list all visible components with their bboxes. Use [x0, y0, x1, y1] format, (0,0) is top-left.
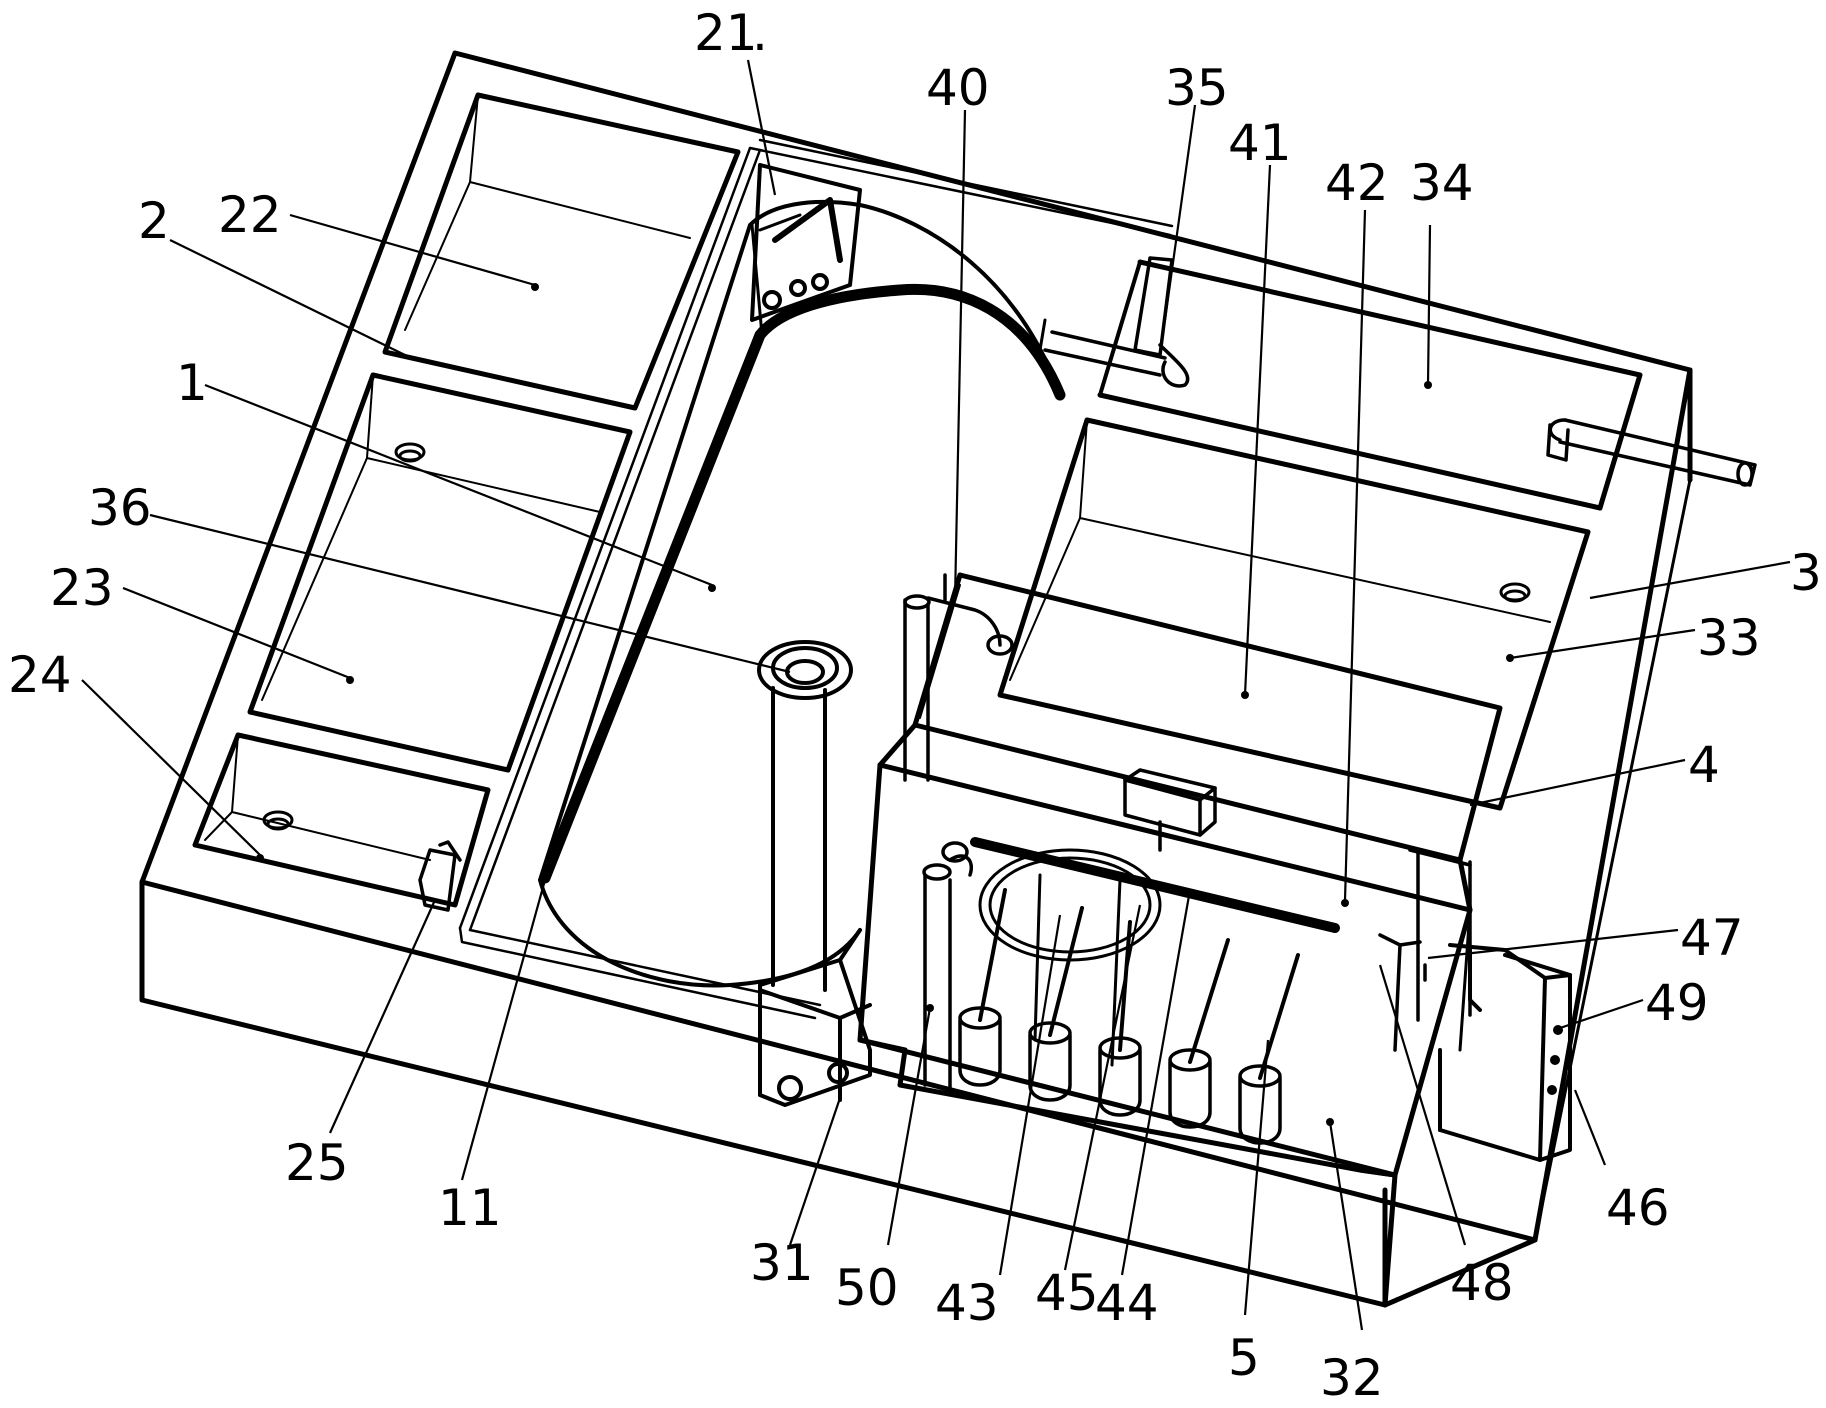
label-23: 23 [50, 559, 114, 617]
channel-11 [458, 138, 1174, 1020]
outlet-pipe-right [1546, 418, 1757, 487]
label-35: 35 [1165, 59, 1229, 117]
tank-22 [382, 92, 741, 411]
tank-34 [1097, 259, 1643, 511]
label-4: 4 [1688, 736, 1720, 794]
inlet-box-21 [750, 163, 862, 322]
label-21-dot: . [752, 4, 768, 62]
label-24: 24 [8, 646, 72, 704]
label-50: 50 [835, 1259, 899, 1317]
center-post-36 [757, 640, 853, 992]
sensor-box [1123, 768, 1217, 852]
label-11: 11 [438, 1179, 502, 1237]
label-3: 3 [1790, 544, 1822, 602]
tank-24 [192, 732, 491, 908]
base-plate [139, 50, 1693, 1308]
label-46: 46 [1606, 1179, 1670, 1237]
valve-25 [418, 840, 462, 912]
label-40: 40 [926, 59, 990, 117]
label-34: 34 [1410, 154, 1474, 212]
label-21: 21 [694, 4, 758, 62]
tube-50 [922, 841, 973, 1092]
label-48: 48 [1450, 1254, 1514, 1312]
label-22: 22 [218, 186, 282, 244]
pipe-40 [903, 573, 1014, 782]
leader-lines [81, 59, 1791, 1331]
label-2: 2 [138, 192, 170, 250]
tank-23 [247, 372, 633, 773]
label-32: 32 [1320, 1349, 1384, 1407]
label-36: 36 [88, 479, 152, 537]
label-44: 44 [1095, 1274, 1159, 1332]
label-45: 45 [1035, 1264, 1099, 1322]
label-31: 31 [750, 1234, 814, 1292]
label-47: 47 [1680, 909, 1744, 967]
label-41: 41 [1228, 114, 1292, 172]
pipe-35 [1043, 256, 1190, 388]
label-25: 25 [285, 1134, 349, 1192]
callout-labels: 21 . 40 35 41 42 34 22 2 1 36 23 24 3 33… [8, 4, 1822, 1407]
label-5: 5 [1228, 1329, 1260, 1387]
label-33: 33 [1697, 609, 1761, 667]
control-box-49 [1438, 943, 1572, 1162]
label-1: 1 [176, 354, 208, 412]
label-42: 42 [1325, 154, 1389, 212]
tank-41 [912, 572, 1503, 863]
pump-31 [758, 928, 872, 1107]
label-43: 43 [935, 1274, 999, 1332]
tank-33 [997, 417, 1591, 811]
anchor-dots [256, 283, 1514, 1126]
outlet-holes-right [1499, 582, 1531, 603]
tank-32 [857, 1037, 1398, 1308]
raceway-1 [538, 199, 1066, 988]
label-49: 49 [1645, 974, 1709, 1032]
outlet-holes-left [262, 442, 426, 831]
